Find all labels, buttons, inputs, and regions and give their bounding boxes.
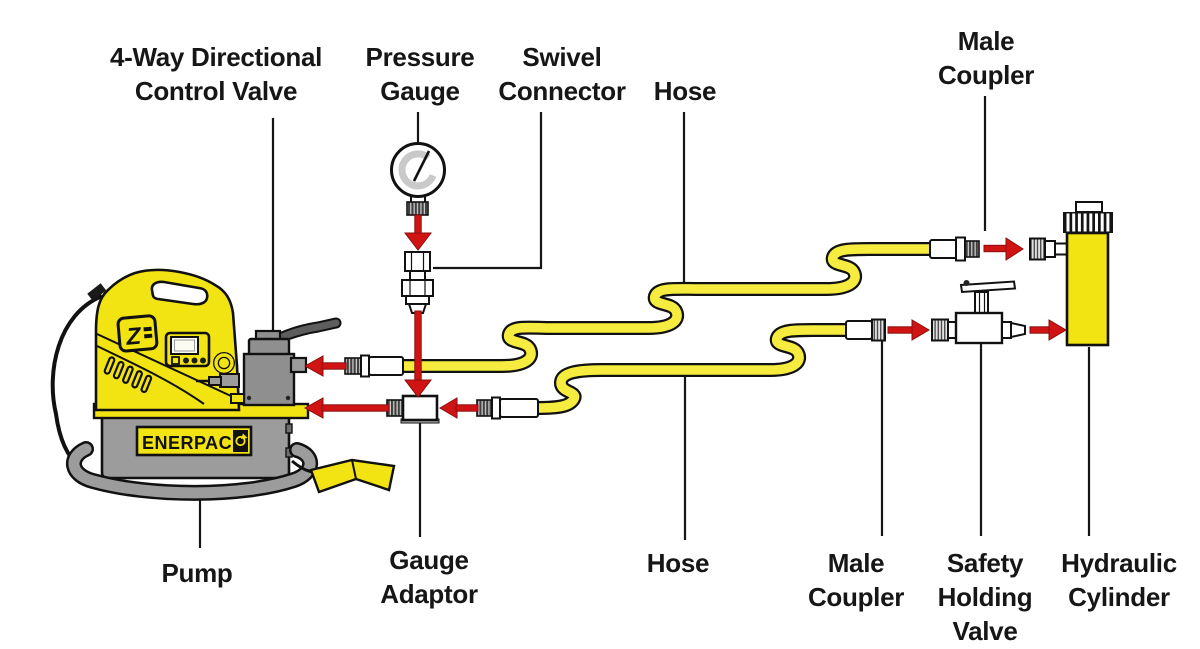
arrow-safety-valve-to-cylinder [1029, 319, 1067, 341]
arrow-hose-to-safety-valve [887, 319, 930, 341]
hydraulic-cylinder-graphic [1063, 201, 1113, 347]
label-safety-holding-valve: Safety Holding Valve [937, 548, 1033, 646]
arrow-adaptor-to-pump [303, 397, 390, 419]
label-swivel-connector: Swivel Connector [498, 42, 626, 106]
arrow-gauge-to-swivel [403, 214, 433, 251]
male-coupler-bottom-graphic [871, 318, 886, 342]
enerpac-logo: ENERPAC. [135, 425, 253, 457]
label-hydraulic-cylinder: Hydraulic Cylinder [1061, 548, 1177, 612]
pressure-gauge-graphic [390, 142, 446, 216]
power-cord [50, 294, 103, 469]
label-hose-top: Hose [653, 76, 717, 106]
hose-fitting-top-right [929, 236, 980, 262]
hose-fitting-upper-left [344, 354, 404, 378]
pump-badge-text: Z [124, 323, 143, 351]
label-four-way-valve: 4-Way Directional Control Valve [109, 42, 323, 106]
cord-plug [87, 283, 107, 301]
pump-control-panel [164, 331, 211, 368]
label-male-coupler-top: Male Coupler [937, 26, 1035, 90]
hose-bottom-graphic [536, 322, 848, 415]
label-hose-bottom: Hose [646, 548, 710, 578]
leader-lines [198, 96, 1091, 548]
leader-swivel-connector [433, 112, 543, 270]
flow-arrows [303, 214, 1067, 419]
arrow-hose-to-valve-top [303, 355, 347, 377]
pump-badge: Z [116, 314, 159, 353]
label-gauge-adaptor: Gauge Adaptor [380, 545, 478, 609]
gauge-adaptor-graphic [386, 394, 440, 424]
directional-valve-graphic [196, 317, 342, 407]
label-pump: Pump [161, 558, 233, 588]
valve-outlet-port [289, 356, 308, 374]
swivel-connector-graphic [401, 251, 434, 314]
enerpac-logo-text: ENERPAC. [142, 433, 238, 453]
pump-graphic: Z [50, 268, 396, 501]
male-coupler-top-graphic [1029, 237, 1069, 261]
arrow-swivel-to-adaptor [403, 310, 433, 398]
arrow-hose-to-cylinder [983, 237, 1024, 261]
label-male-coupler-bottom: Male Coupler [807, 548, 905, 612]
hose-fitting-lower-left [476, 396, 539, 420]
hose-fitting-lower-right [845, 318, 886, 342]
label-pressure-gauge: Pressure Gauge [365, 42, 475, 106]
safety-holding-valve-graphic [931, 280, 1026, 345]
pump-vents [103, 356, 153, 394]
hose-top-graphic [402, 241, 932, 373]
arrow-hose-to-adaptor [439, 397, 479, 419]
